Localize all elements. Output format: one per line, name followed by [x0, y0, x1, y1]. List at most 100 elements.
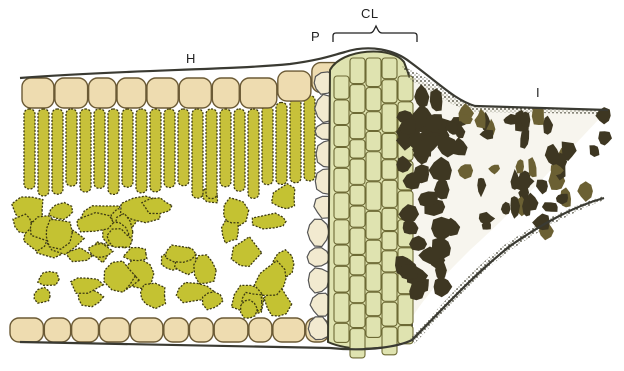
callus-cell	[382, 208, 397, 230]
callus-cell	[334, 245, 349, 265]
spongy-cell	[222, 221, 239, 244]
callus-cell	[366, 211, 381, 239]
callus-cell	[350, 140, 365, 158]
palisade-cell	[150, 109, 161, 192]
callus-cell	[334, 126, 349, 147]
epidermis-cell	[44, 318, 70, 342]
spongy-mesophyll	[12, 184, 295, 318]
callus-cell	[382, 251, 397, 272]
callus-cell	[334, 148, 349, 168]
callus-cell	[350, 276, 365, 303]
spongy-cell	[231, 237, 261, 267]
epidermis-cell	[55, 78, 88, 108]
callus-cell	[350, 255, 365, 274]
callus-cells	[334, 58, 413, 358]
epidermis-cell	[249, 318, 272, 342]
callus-cell	[350, 228, 365, 254]
epidermis-cell	[273, 318, 305, 342]
callus-cell	[382, 133, 397, 158]
spongy-cell	[123, 248, 147, 261]
necrotic-cell	[542, 202, 558, 212]
epidermis-cell	[179, 78, 211, 108]
callus-cell	[382, 180, 397, 207]
callus-cell	[334, 266, 349, 292]
palisade-cell	[290, 99, 301, 183]
callus-cell	[334, 168, 349, 192]
epidermis-cell	[130, 318, 162, 342]
callus-cell	[350, 114, 365, 139]
callus-bracket	[333, 26, 417, 42]
epidermis-cell	[147, 78, 178, 108]
callus-cell	[350, 85, 365, 113]
callus-cell	[334, 293, 349, 322]
palisade-cell	[192, 109, 203, 198]
palisade-cell	[108, 109, 119, 194]
spongy-cell	[141, 283, 166, 308]
periderm-cell	[307, 248, 330, 267]
callus-cell	[382, 327, 397, 355]
palisade-cell	[164, 109, 175, 187]
callus-cell	[334, 220, 349, 244]
callus-cell	[382, 104, 397, 133]
label-i: I	[536, 85, 540, 100]
callus-cell	[366, 58, 381, 87]
palisade-cell	[234, 109, 245, 191]
epidermis-cell	[10, 318, 43, 342]
callus-cell	[366, 182, 381, 210]
epidermis-cell	[89, 78, 116, 108]
necrotic-cell	[577, 181, 593, 202]
callus-cell	[366, 112, 381, 131]
callus-cell	[334, 100, 349, 125]
palisade-cell	[304, 96, 315, 181]
spongy-cell	[38, 272, 59, 286]
epidermis-cell	[99, 318, 129, 342]
epidermis-cell	[212, 78, 239, 108]
necrotic-cell	[589, 145, 599, 157]
callus-cell	[366, 317, 381, 338]
palisade-cell	[178, 109, 189, 186]
spongy-cell	[203, 292, 224, 310]
palisade-cell	[94, 109, 105, 188]
epidermis-cell	[22, 78, 54, 108]
callus-cell	[350, 159, 365, 184]
callus-cell	[366, 88, 381, 111]
necrotic-cell	[532, 107, 544, 125]
palisade-cell	[248, 109, 259, 198]
palisade-mesophyll	[24, 96, 315, 199]
periderm-cell	[308, 268, 328, 293]
epidermis-cell	[189, 318, 213, 342]
callus-cell	[382, 232, 397, 250]
callus-cell	[366, 152, 381, 181]
periderm-cell	[308, 219, 330, 246]
spongy-cell	[252, 213, 286, 229]
spongy-cell	[34, 287, 50, 303]
spongy-cell	[194, 255, 216, 284]
epidermis-cell	[240, 78, 277, 108]
spongy-cell	[272, 184, 295, 209]
callus-cell	[350, 185, 365, 205]
palisade-cell	[276, 103, 287, 185]
palisade-cell	[66, 109, 77, 186]
palisade-cell	[24, 109, 35, 189]
label-h: H	[186, 51, 196, 66]
callus-cell	[350, 206, 365, 227]
palisade-cell	[52, 109, 63, 194]
palisade-cell	[136, 109, 147, 193]
necrotic-cell	[536, 180, 548, 195]
callus-cell	[382, 160, 397, 180]
callus-cell	[366, 292, 381, 316]
epidermis-cell	[214, 318, 248, 342]
epidermis-cell	[72, 318, 99, 342]
label-p: P	[311, 29, 320, 44]
callus-cell	[366, 240, 381, 263]
spongy-cell	[13, 214, 31, 233]
callus-cell	[350, 58, 365, 84]
callus-cell	[382, 302, 397, 326]
epidermis-cell	[117, 78, 146, 108]
callus-cell	[366, 264, 381, 291]
callus-cell	[382, 58, 397, 79]
palisade-cell	[220, 109, 231, 187]
callus-cell	[382, 273, 397, 301]
spongy-cell	[71, 278, 104, 293]
